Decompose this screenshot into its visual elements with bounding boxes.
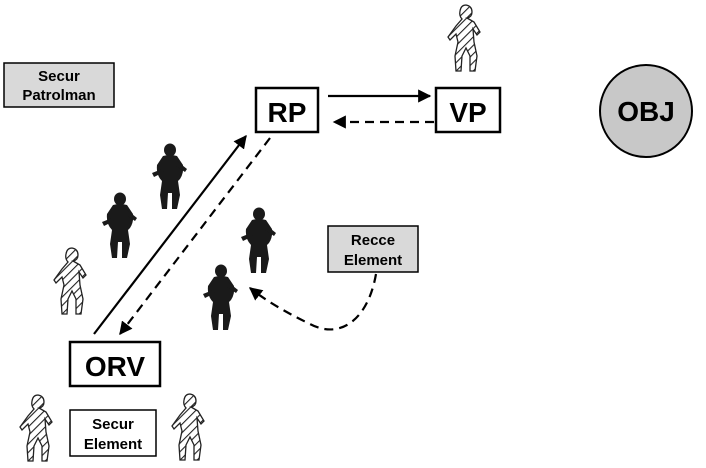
rp-label: RP xyxy=(268,97,307,128)
arrow-orv-to-rp xyxy=(93,134,247,335)
orv-box: ORV xyxy=(68,340,162,388)
secur-element-box: Secur Element xyxy=(69,409,157,457)
secur-element-line2: Element xyxy=(84,436,142,453)
security-sentry-icon xyxy=(19,394,53,462)
security-sentry-icon xyxy=(53,247,87,315)
soldier-icon xyxy=(241,207,276,273)
arrow-recce-to-soldiers-dashed xyxy=(248,273,378,331)
rp-box: RP xyxy=(254,86,320,134)
soldier-icon xyxy=(152,143,187,209)
orv-label: ORV xyxy=(85,351,145,382)
recce-element-box: Recce Element xyxy=(327,225,419,273)
secur-patrolman-box: Secur Patrolman xyxy=(3,62,115,108)
soldier-icon xyxy=(203,264,238,330)
secur-patrolman-line1: Secur xyxy=(38,68,80,85)
recce-element-line2: Element xyxy=(344,252,402,269)
security-sentry-icon xyxy=(447,4,481,72)
secur-element-line1: Secur xyxy=(92,416,134,433)
soldier-icon xyxy=(102,192,137,258)
security-sentry-icon xyxy=(171,393,205,461)
obj-label: OBJ xyxy=(617,96,675,127)
secur-patrolman-line2: Patrolman xyxy=(22,87,95,104)
recce-element-line1: Recce xyxy=(351,232,395,249)
objective-circle: OBJ xyxy=(599,64,693,158)
arrow-rp-to-orv-dashed xyxy=(119,137,271,336)
vp-box: VP xyxy=(434,86,502,134)
vp-label: VP xyxy=(449,97,486,128)
